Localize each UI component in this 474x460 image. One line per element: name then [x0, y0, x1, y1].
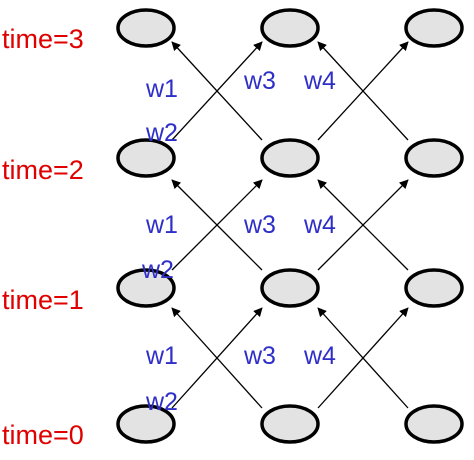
time-label-1: time=1 — [2, 285, 84, 315]
weight-label-w1: w1 — [145, 342, 178, 370]
node-time1-middle — [260, 268, 320, 308]
node-time0-middle — [260, 404, 320, 444]
node-time1-right — [404, 268, 464, 308]
node-row-time2 — [116, 138, 464, 178]
weight-label-w1: w1 — [145, 75, 178, 103]
weight-label-w2: w2 — [145, 388, 178, 416]
node-time3-middle — [260, 8, 320, 48]
node-row-time3 — [116, 8, 464, 48]
weight-label-w3: w3 — [243, 67, 276, 95]
weight-label-w3: w3 — [243, 342, 276, 370]
node-time1-left — [116, 268, 176, 308]
edges-time2-to-time3 — [171, 41, 409, 141]
weight-label-w1: w1 — [145, 211, 178, 239]
weight-label-w2: w2 — [141, 256, 174, 284]
edge-b2-to-a3 — [171, 41, 263, 141]
node-time0-left — [116, 404, 176, 444]
node-time2-middle — [260, 138, 320, 178]
weight-label-w2: w2 — [145, 119, 178, 147]
weight-label-w4: w4 — [303, 67, 336, 95]
node-time3-left — [116, 8, 176, 48]
time-label-0: time=0 — [2, 420, 84, 450]
node-time3-right — [404, 8, 464, 48]
edges-time1-to-time2 — [171, 179, 409, 271]
edge-c1-to-b2 — [317, 179, 409, 271]
weight-label-w3: w3 — [243, 211, 276, 239]
node-time2-left — [116, 138, 176, 178]
edges-time0-to-time1 — [171, 307, 409, 409]
node-row-time1 — [116, 268, 464, 308]
time-label-2: time=2 — [2, 155, 84, 185]
edge-c0-to-b1 — [317, 307, 409, 409]
weight-label-w4: w4 — [303, 342, 336, 370]
node-time2-right — [404, 138, 464, 178]
edge-b1-to-a2 — [171, 179, 263, 271]
node-time0-right — [404, 404, 464, 444]
weight-label-w4: w4 — [303, 211, 336, 239]
node-row-time0 — [116, 404, 464, 444]
time-label-3: time=3 — [2, 24, 84, 54]
edge-b0-to-a1 — [171, 307, 263, 409]
edge-c2-to-b3 — [317, 41, 409, 141]
